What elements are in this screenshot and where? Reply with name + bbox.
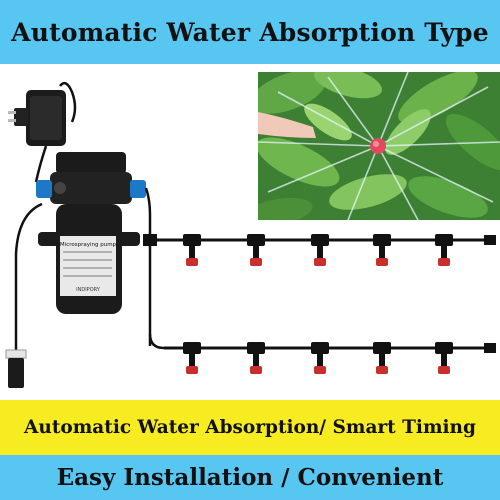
nozzle-icon [435, 342, 453, 374]
misting-photo [258, 72, 500, 220]
pump-label-title: Microspraying pump [60, 242, 117, 248]
lower-nozzles [183, 342, 453, 374]
water-pump: Microspraying pump INDIPORY [36, 152, 146, 314]
nozzle-icon [373, 234, 391, 266]
upper-nozzles [183, 234, 453, 266]
cable-plug [5, 349, 27, 388]
top-title-banner: Automatic Water Absorption Type [0, 0, 500, 64]
leaves-illustration [258, 72, 500, 220]
nozzle-icon [435, 234, 453, 266]
nozzle-icon [311, 234, 329, 266]
bottom-banner: Easy Installation / Convenient [0, 455, 500, 500]
nozzle-icon [183, 342, 201, 374]
feature-line-1: Automatic Water Absorption/ Smart Timing [24, 417, 476, 438]
pump-label-brand: INDIPORY [76, 287, 101, 293]
outlet-fitting [130, 180, 146, 198]
feature-line-2: Easy Installation / Convenient [56, 464, 444, 491]
nozzle-icon [247, 342, 265, 374]
power-adapter [8, 81, 77, 183]
inlet-fitting [36, 180, 52, 198]
pump-cable [14, 202, 43, 354]
feature-banner: Automatic Water Absorption/ Smart Timing [0, 400, 500, 455]
page-title: Automatic Water Absorption Type [11, 17, 489, 47]
nozzle-icon [373, 342, 391, 374]
nozzle-icon [311, 342, 329, 374]
nozzle-icon [247, 234, 265, 266]
main-tube [144, 187, 152, 346]
product-illustration: Microspraying pump INDIPORY [5, 81, 496, 388]
nozzle-icon [183, 234, 201, 266]
